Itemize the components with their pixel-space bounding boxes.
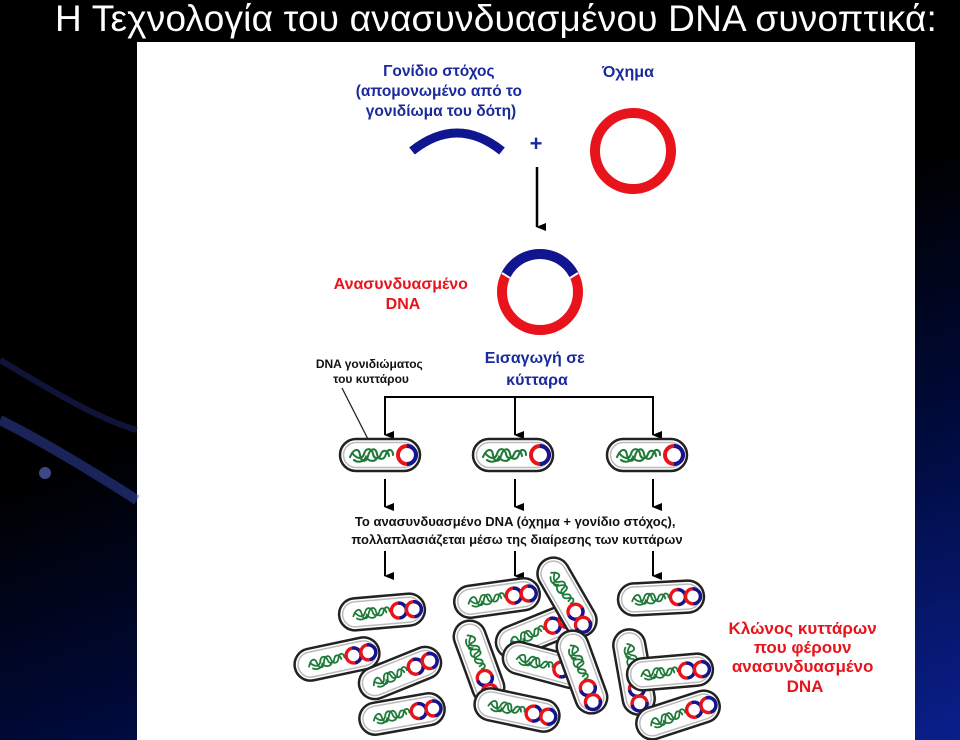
dividing-cell: [617, 580, 705, 616]
target-gene-fragment: [412, 133, 502, 151]
branch-line: [385, 397, 653, 427]
dividing-cell: [338, 592, 426, 631]
cell-clone-center: [449, 552, 611, 735]
recombinant-dna-diagram: Γονίδιο στόχος (απομονωμένο από το γονιδ…: [137, 42, 915, 740]
bg-streak: [0, 420, 137, 500]
dividing-cell: [472, 685, 563, 734]
bg-streak: [0, 360, 137, 430]
genomic-dna-label: DNA γονιδιώματος του κυττάρου: [316, 357, 426, 386]
plus-sign: +: [530, 131, 543, 156]
vector-plasmid: [595, 113, 671, 189]
transformed-cell: [340, 439, 420, 471]
bg-dot: [39, 467, 51, 479]
transformed-cell: [473, 439, 553, 471]
target-gene-label: Γονίδιο στόχος (απομονωμένο από το γονιδ…: [356, 63, 527, 120]
recombinant-dna-label: Ανασυνδυασμένο DNA: [334, 276, 473, 313]
cell-clone-left: [292, 592, 448, 737]
cell-clone-right: [611, 580, 724, 740]
recombinant-plasmid-gene-insert: [506, 254, 574, 275]
dividing-cell: [626, 652, 714, 691]
dividing-cell: [452, 576, 542, 620]
vector-label: Όχημα: [601, 64, 654, 81]
replication-note: Το ανασυνδυασμένο DNA (όχημα + γονίδιο σ…: [351, 514, 682, 547]
clone-label: Κλώνος κυττάρων που φέρουν ανασυνδυασμέν…: [729, 619, 882, 696]
transformed-cell: [607, 439, 687, 471]
insertion-label: Εισαγωγή σε κύτταρα: [485, 350, 589, 389]
slide-title: Η Τεχνολογία του ανασυνδυασμένου DNA συν…: [55, 0, 937, 40]
